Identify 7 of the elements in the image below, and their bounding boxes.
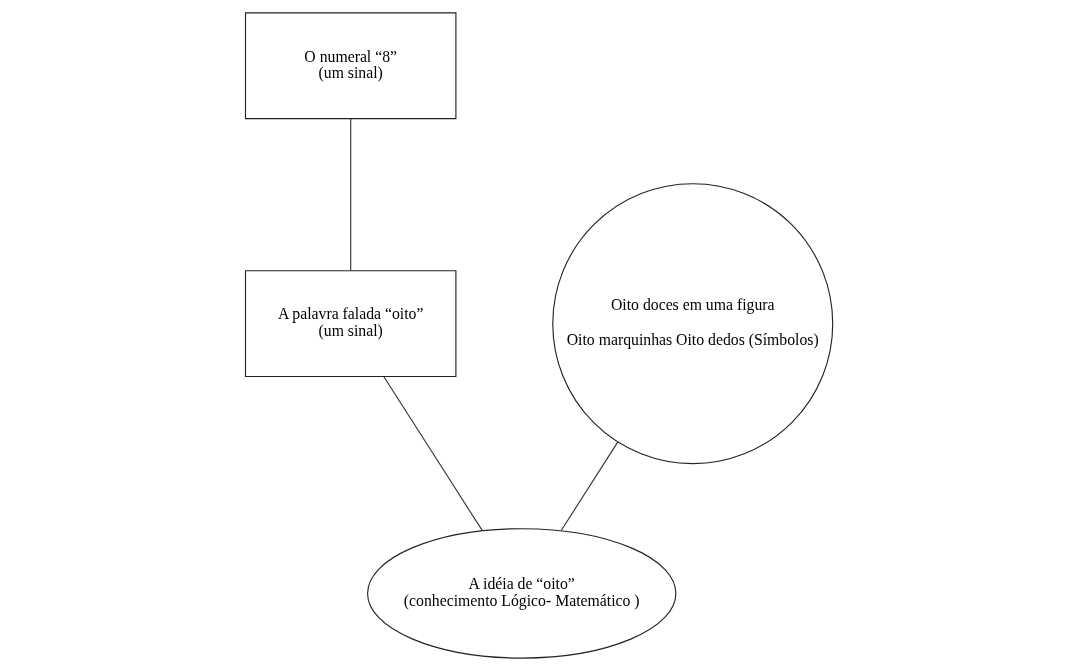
connector (350, 118, 352, 272)
connector (560, 441, 619, 532)
node-ellipse: A idéia de “oito” (conhecimento Lógico- Matemático ) (367, 528, 677, 659)
node-box: A palavra falada “oito” (um sinal) (244, 270, 457, 378)
node-circle: Oito doces em uma figura Oito marquinhas Oito dedos (Símbolos) (552, 183, 834, 465)
connector (383, 376, 483, 532)
node-box: O numeral “8” (um sinal) (244, 12, 457, 120)
